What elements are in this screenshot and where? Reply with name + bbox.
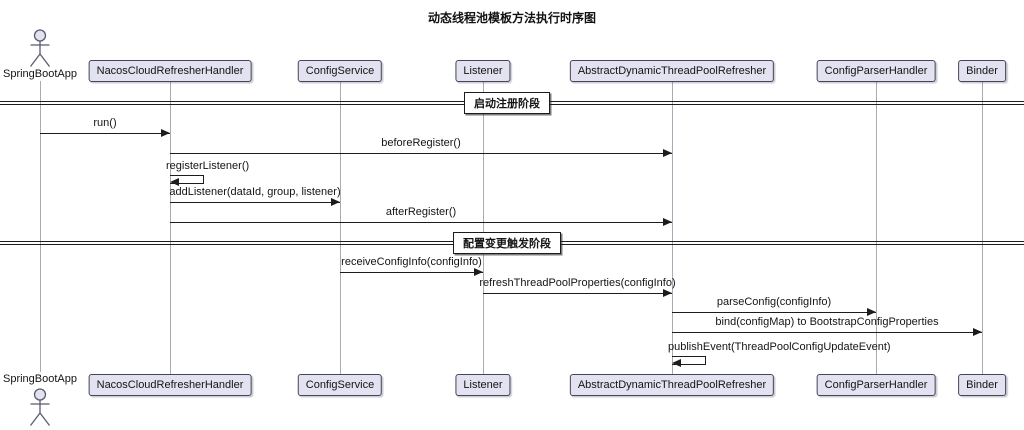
arrowhead-icon (161, 129, 170, 137)
actor-icon (26, 29, 54, 68)
message-self-arrow (672, 356, 706, 365)
participant-box-configservice: ConfigService (297, 60, 383, 82)
phase-divider-label: 启动注册阶段 (464, 92, 550, 114)
lifeline (672, 82, 673, 374)
participant-box-listener: Listener (455, 60, 511, 82)
arrowhead-icon (331, 198, 340, 206)
arrowhead-icon (474, 268, 483, 276)
lifeline (170, 82, 171, 374)
message-label: parseConfig(configInfo) (716, 296, 832, 308)
participant-box-configparserhandler-bottom: ConfigParserHandler (816, 374, 936, 396)
participant-box-configservice-bottom: ConfigService (297, 374, 383, 396)
message-label: publishEvent(ThreadPoolConfigUpdateEvent… (668, 341, 891, 353)
message-arrow (672, 312, 876, 313)
message-label: registerListener() (166, 160, 250, 172)
arrowhead-icon (672, 359, 681, 367)
arrowhead-icon (663, 218, 672, 226)
participant-box-binder-bottom: Binder (958, 374, 1006, 396)
lifeline (340, 82, 341, 374)
participant-actor-springbootapp-bottom: SpringBootApp (3, 373, 77, 385)
arrowhead-icon (663, 149, 672, 157)
message-label: receiveConfigInfo(configInfo) (341, 256, 482, 268)
participant-box-nacoscloudrefresherhandler-bottom: NacosCloudRefresherHandler (88, 374, 252, 396)
message-arrow (170, 202, 340, 203)
participant-box-binder: Binder (958, 60, 1006, 82)
actor-icon (26, 388, 54, 427)
message-arrow (672, 332, 982, 333)
message-arrow (170, 222, 672, 223)
phase-divider-label: 配置变更触发阶段 (453, 232, 561, 254)
lifeline (876, 82, 877, 374)
message-label: bind(configMap) to BootstrapConfigProper… (715, 316, 939, 328)
lifeline (483, 82, 484, 374)
arrowhead-icon (170, 178, 179, 186)
arrowhead-icon (973, 328, 982, 336)
message-label: addListener(dataId, group, listener) (169, 186, 341, 198)
message-arrow (340, 272, 483, 273)
participant-box-abstractdynamicthreadpoolrefresher-bottom: AbstractDynamicThreadPoolRefresher (569, 374, 775, 396)
message-label: refreshThreadPoolProperties(configInfo) (479, 277, 676, 289)
participant-actor-springbootapp: SpringBootApp (3, 68, 77, 80)
message-arrow (40, 133, 170, 134)
participant-box-listener-bottom: Listener (455, 374, 511, 396)
diagram-title: 动态线程池模板方法执行时序图 (427, 11, 596, 25)
message-self-arrow (170, 175, 204, 184)
participant-box-configparserhandler: ConfigParserHandler (816, 60, 936, 82)
arrowhead-icon (867, 308, 876, 316)
lifeline (40, 81, 41, 372)
message-arrow (170, 153, 672, 154)
message-label: beforeRegister() (381, 137, 461, 149)
arrowhead-icon (663, 289, 672, 297)
participant-box-abstractdynamicthreadpoolrefresher: AbstractDynamicThreadPoolRefresher (569, 60, 775, 82)
participant-box-nacoscloudrefresherhandler: NacosCloudRefresherHandler (88, 60, 252, 82)
message-label: afterRegister() (385, 206, 457, 218)
lifeline (982, 82, 983, 374)
message-arrow (483, 293, 672, 294)
message-label: run() (93, 117, 117, 129)
